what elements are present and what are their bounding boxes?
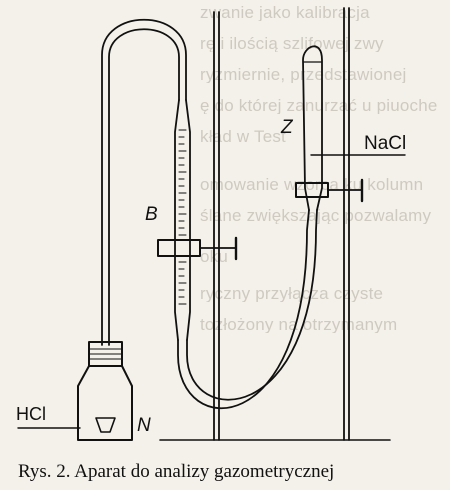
background-text-line: omowanie wzorca ku kolumn <box>200 176 424 193</box>
burette-b <box>174 99 191 341</box>
background-text-line: tozłożony na otrzymanym <box>200 316 398 333</box>
inner-tube-n <box>95 417 116 433</box>
background-text-line: ryczny przyłącza czyste <box>200 285 384 302</box>
label-hcl: HCl <box>16 404 46 424</box>
figure-caption: Rys. 2. Aparat do analizy gazometrycznej <box>18 461 335 482</box>
clamp-z <box>295 182 329 198</box>
label-nacl: NaCl <box>364 133 406 154</box>
label-n: N <box>137 415 151 436</box>
u-connecting-tube <box>177 209 310 410</box>
background-text-line: ę do której zanurzać u piuoche <box>200 97 438 114</box>
burette-scale <box>178 129 187 305</box>
background-text-line: ślane zwiększając pozwalamy <box>200 207 432 224</box>
u-connecting-tube-inner <box>186 209 318 401</box>
background-text-line: zwanie jako kalibracja <box>200 4 370 21</box>
clamp-b <box>157 239 201 257</box>
background-text-line: kład w Test <box>200 128 286 145</box>
label-b: B <box>145 204 158 225</box>
top-connecting-tube <box>101 18 187 346</box>
top-connecting-tube-inner <box>108 28 180 346</box>
background-text-line: rę i ilością szlifowej zwy <box>200 35 384 52</box>
vessel-z <box>302 45 323 211</box>
label-z: Z <box>280 117 294 138</box>
reaction-vessel-n <box>77 365 133 441</box>
